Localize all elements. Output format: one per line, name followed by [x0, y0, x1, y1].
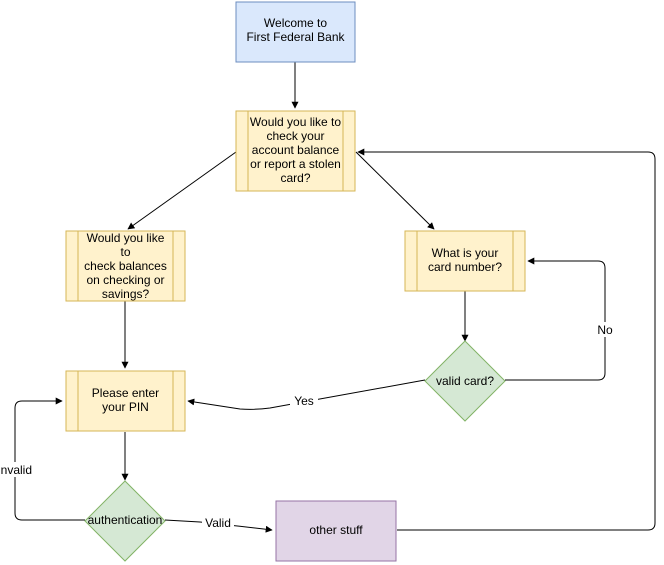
no-label: No [597, 323, 613, 337]
enter-pin-line-2: your PIN [102, 400, 149, 414]
edge-authentication-invalid-loop [14, 397, 85, 521]
check-balances-line-2: to [120, 245, 130, 259]
invalid-label-bg [0, 462, 30, 477]
valid-label: Valid [205, 516, 231, 530]
node-enter-pin: Please enter your PIN [65, 370, 186, 432]
question-line-2: check your [266, 129, 324, 143]
enter-pin-box [65, 370, 186, 432]
yes-label: Yes [294, 394, 314, 408]
question-line-1: Would you like to [250, 115, 341, 129]
check-balances-line-3: check balances [84, 259, 167, 273]
edge-question-to-check-balances [127, 151, 237, 230]
edge-question-to-card-number [355, 151, 435, 230]
yes-label-bg [290, 394, 318, 408]
question-box [235, 110, 356, 192]
authentication-diamond [84, 480, 166, 562]
card-number-line-2: card number? [428, 260, 502, 274]
valid-label-bg [202, 515, 234, 530]
check-balances-line-4: on checking or [86, 273, 164, 287]
enter-pin-line-1: Please enter [92, 386, 159, 400]
check-balances-line-1: Would you like [87, 231, 165, 245]
check-balances-line-5: savings? [102, 287, 150, 301]
edge-other-back-to-question [357, 148, 656, 531]
node-card-number: What is your card number? [404, 230, 526, 292]
other-stuff-label: other stuff [309, 523, 363, 537]
edge-labels: Yes No invalid Valid [0, 322, 618, 530]
welcome-line-2: First Federal Bank [246, 30, 345, 44]
edge-valid-card-yes-to-pin [187, 379, 426, 410]
node-welcome: Welcome to First Federal Bank [235, 1, 356, 63]
valid-card-diamond [424, 340, 506, 422]
node-other-stuff: other stuff [275, 500, 397, 562]
welcome-box [235, 1, 356, 63]
node-valid-card: valid card? [424, 340, 506, 422]
card-number-box [404, 230, 526, 292]
card-number-line-1: What is your [432, 246, 499, 260]
node-question: Would you like to check your account bal… [235, 110, 356, 192]
other-stuff-box [275, 500, 397, 562]
invalid-label: invalid [0, 463, 32, 477]
edge-valid-card-no-loop [505, 257, 606, 381]
authentication-label: authentication [88, 513, 163, 527]
welcome-line-1: Welcome to [264, 16, 327, 30]
node-authentication: authentication [84, 480, 166, 562]
valid-card-label: valid card? [436, 374, 494, 388]
question-line-4: or report a stolen [250, 157, 341, 171]
check-balances-box [65, 230, 186, 302]
no-label-bg [592, 322, 618, 337]
question-line-5: card? [280, 171, 310, 185]
edges [14, 62, 656, 533]
question-line-3: account balance [252, 143, 340, 157]
node-check-balances: Would you like to check balances on chec… [65, 230, 186, 302]
